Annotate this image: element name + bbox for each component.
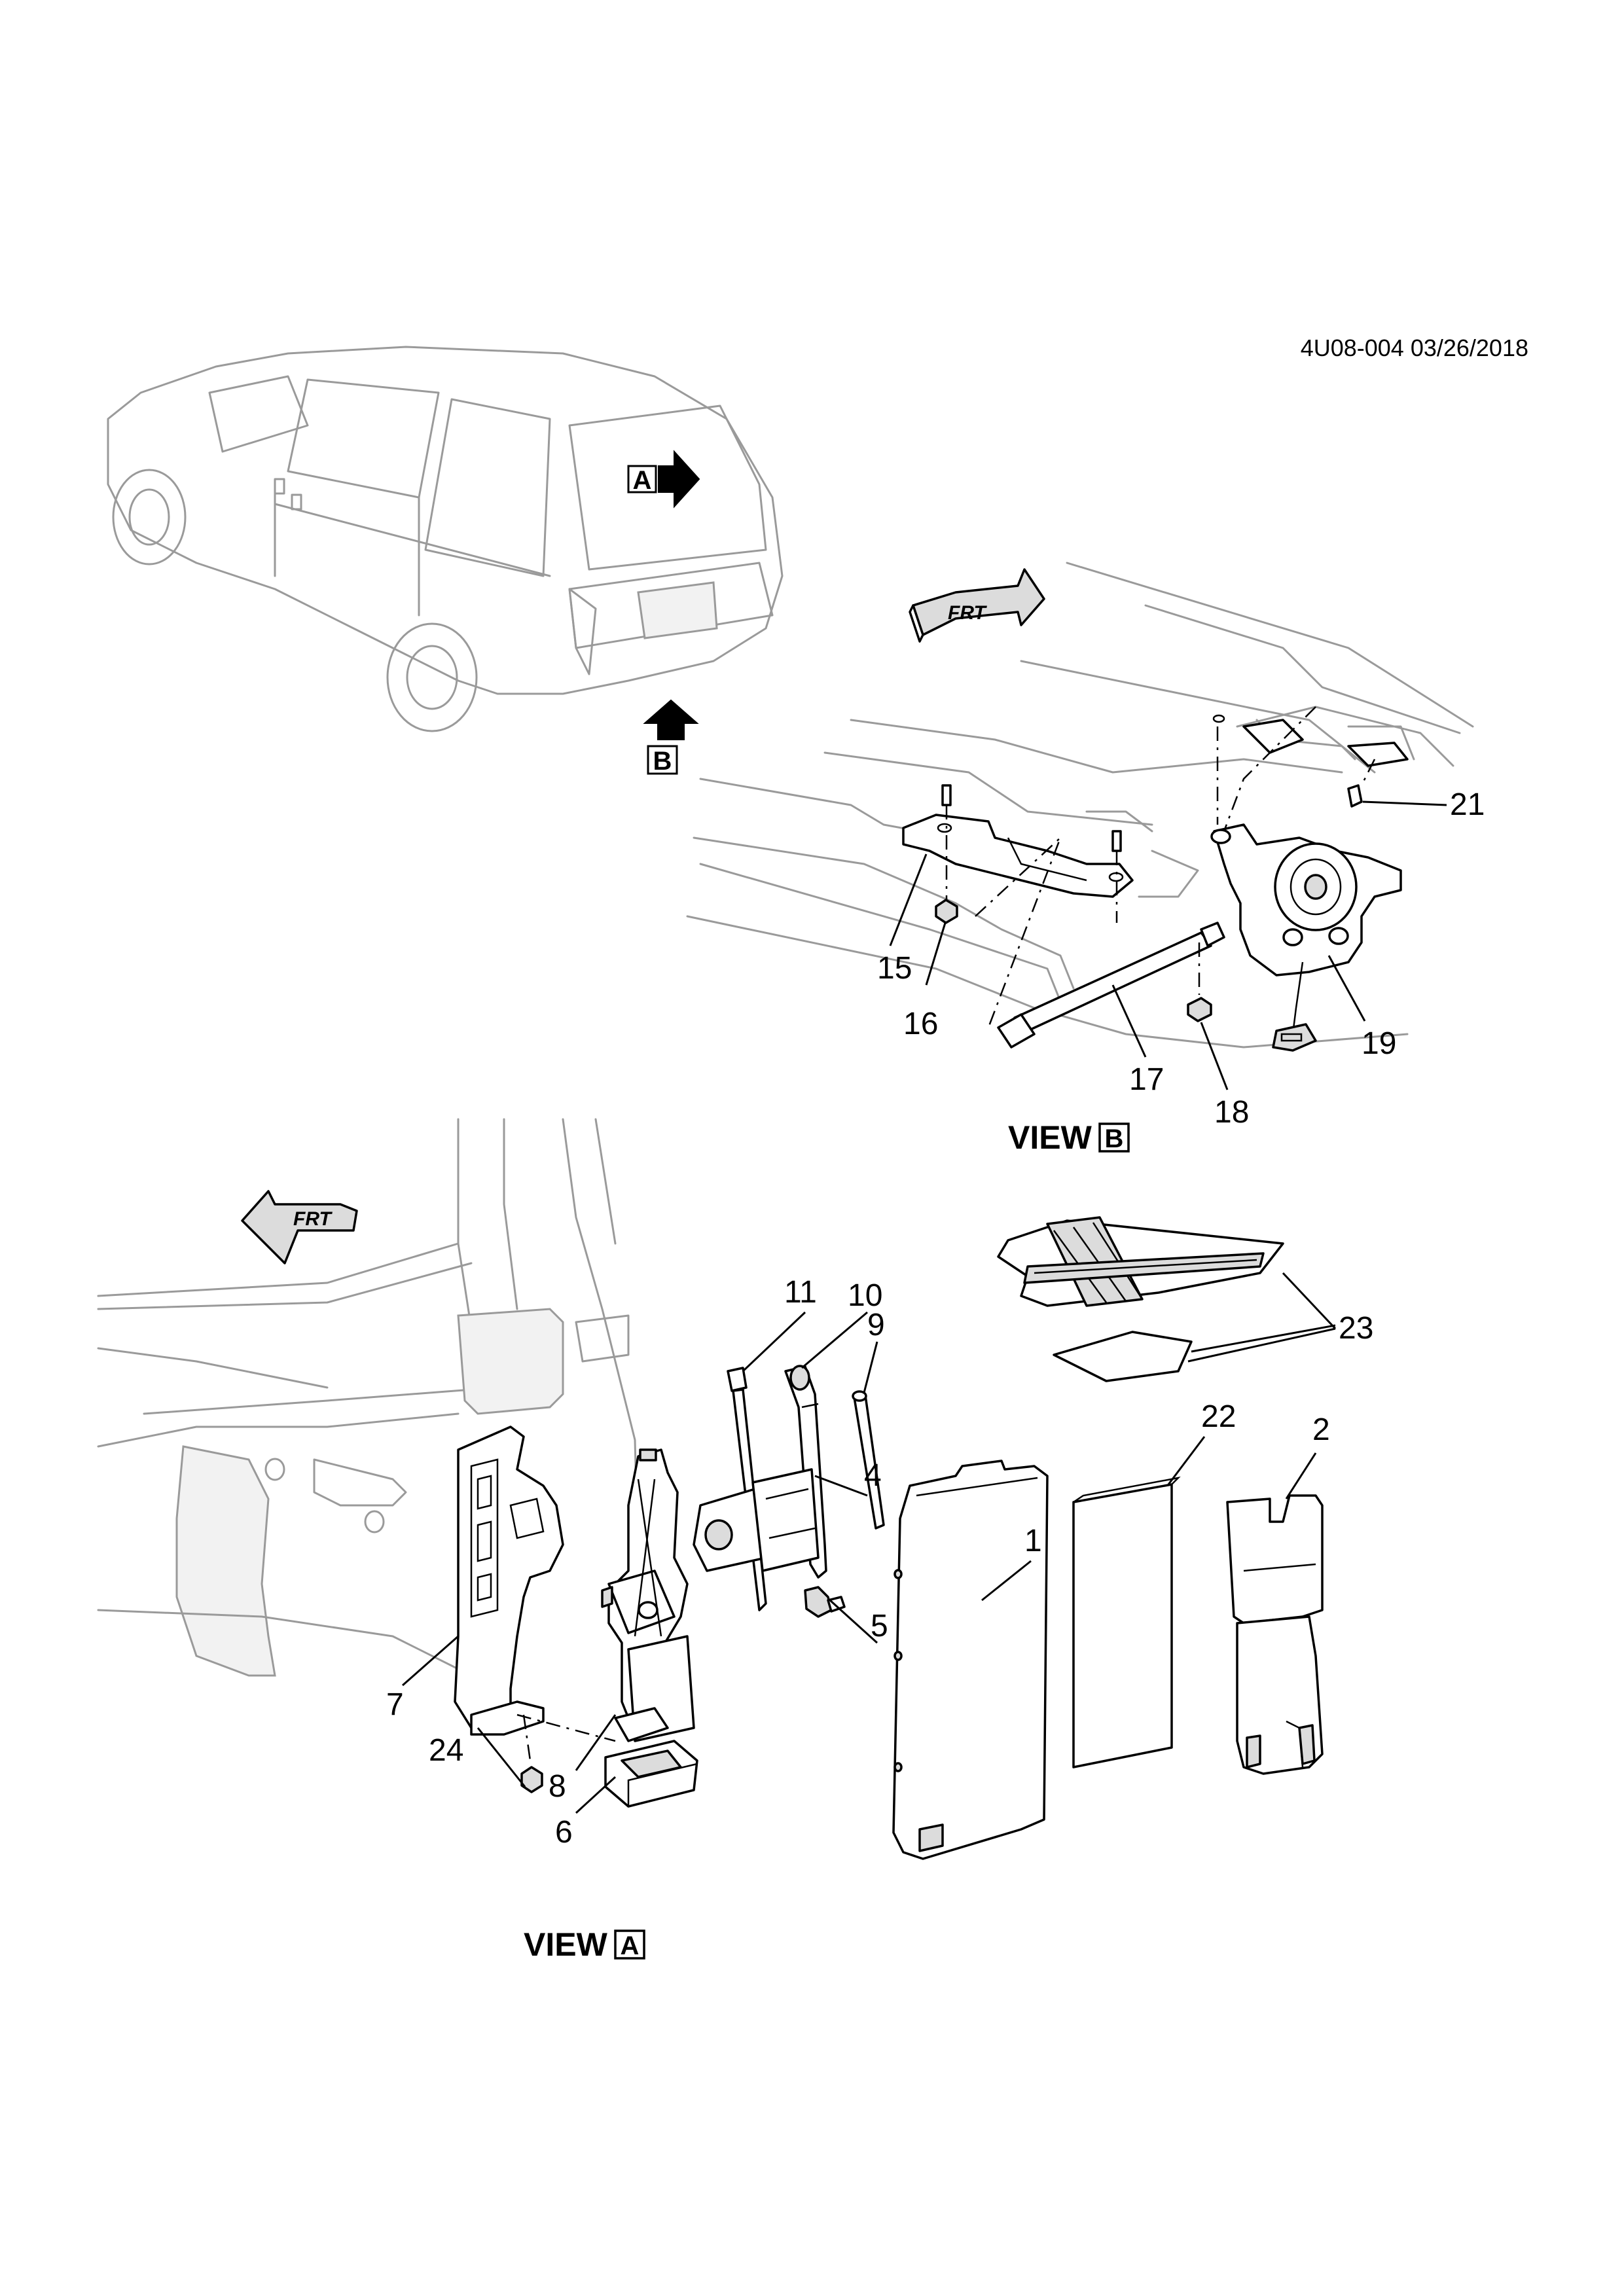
callout-2: 2 (1312, 1412, 1330, 1447)
view-b-label: VIEW (1008, 1119, 1092, 1156)
view-b-title: VIEW B (1008, 1119, 1130, 1156)
callout-4: 4 (864, 1458, 882, 1493)
part-6-jack-block (604, 1740, 698, 1808)
part-22-foam-block (1072, 1477, 1181, 1768)
callout-10: 10 (848, 1278, 882, 1313)
view-b-letter: B (1105, 1124, 1124, 1153)
callout-1: 1 (1024, 1524, 1042, 1558)
view-a-letter: A (621, 1931, 640, 1960)
document-id: 4U08-004 03/26/2018 (1301, 334, 1528, 361)
part-18-bolt (1187, 942, 1212, 1022)
vehicle-overview (107, 346, 784, 732)
part-23-floor-mat (997, 1216, 1284, 1382)
part-5-retainer (804, 1586, 846, 1618)
part-1-trim-cover (892, 1460, 1049, 1860)
callout-9: 9 (867, 1308, 885, 1342)
front-label-b: FRT (948, 602, 987, 624)
callout-23: 23 (1339, 1311, 1373, 1346)
part-19-tire-hoist (1210, 823, 1402, 1052)
callout-22: 22 (1201, 1399, 1236, 1434)
part-2-storage-cover (1226, 1494, 1324, 1775)
callout-17: 17 (1129, 1062, 1164, 1097)
view-b-arrow-letter: B (653, 747, 672, 776)
view-a-arrow-letter: A (633, 466, 652, 495)
callout-24: 24 (429, 1733, 463, 1768)
callout-11: 11 (784, 1275, 817, 1310)
front-label-a: FRT (293, 1208, 333, 1230)
callout-6: 6 (555, 1815, 573, 1850)
callout-16: 16 (903, 1007, 938, 1041)
callout-7: 7 (386, 1687, 404, 1722)
part-9-extension (852, 1390, 885, 1530)
view-a-label: VIEW (524, 1926, 608, 1963)
callout-18: 18 (1214, 1095, 1249, 1130)
front-direction-arrow-a: FRT (241, 1190, 358, 1265)
part-17-lift-rod (997, 922, 1225, 1049)
callout-19: 19 (1362, 1026, 1396, 1061)
callout-numbers: 15 16 17 18 19 21 11 10 9 23 22 2 1 4 5 … (386, 787, 1485, 1850)
callout-8: 8 (549, 1769, 566, 1804)
part-24-nut (520, 1766, 543, 1793)
callout-5: 5 (871, 1609, 888, 1643)
front-direction-arrow-b: FRT (909, 568, 1045, 643)
leader-lines (402, 800, 1447, 1814)
part-21-clip (1212, 706, 1409, 832)
part-15-bracket (902, 784, 1134, 1028)
callout-21: 21 (1450, 787, 1485, 822)
part-8-jack (601, 1448, 695, 1742)
view-b-arrow: B (643, 699, 699, 776)
part-7-jack-bracket (454, 1426, 616, 1761)
view-a-interior (97, 1118, 643, 1703)
part-16-nut (935, 899, 958, 924)
view-b-floor (686, 562, 1474, 1049)
callout-15: 15 (877, 951, 912, 986)
view-a-title: VIEW A (524, 1926, 645, 1963)
part-4-strap (693, 1468, 820, 1572)
view-a-arrow: A (627, 450, 700, 509)
